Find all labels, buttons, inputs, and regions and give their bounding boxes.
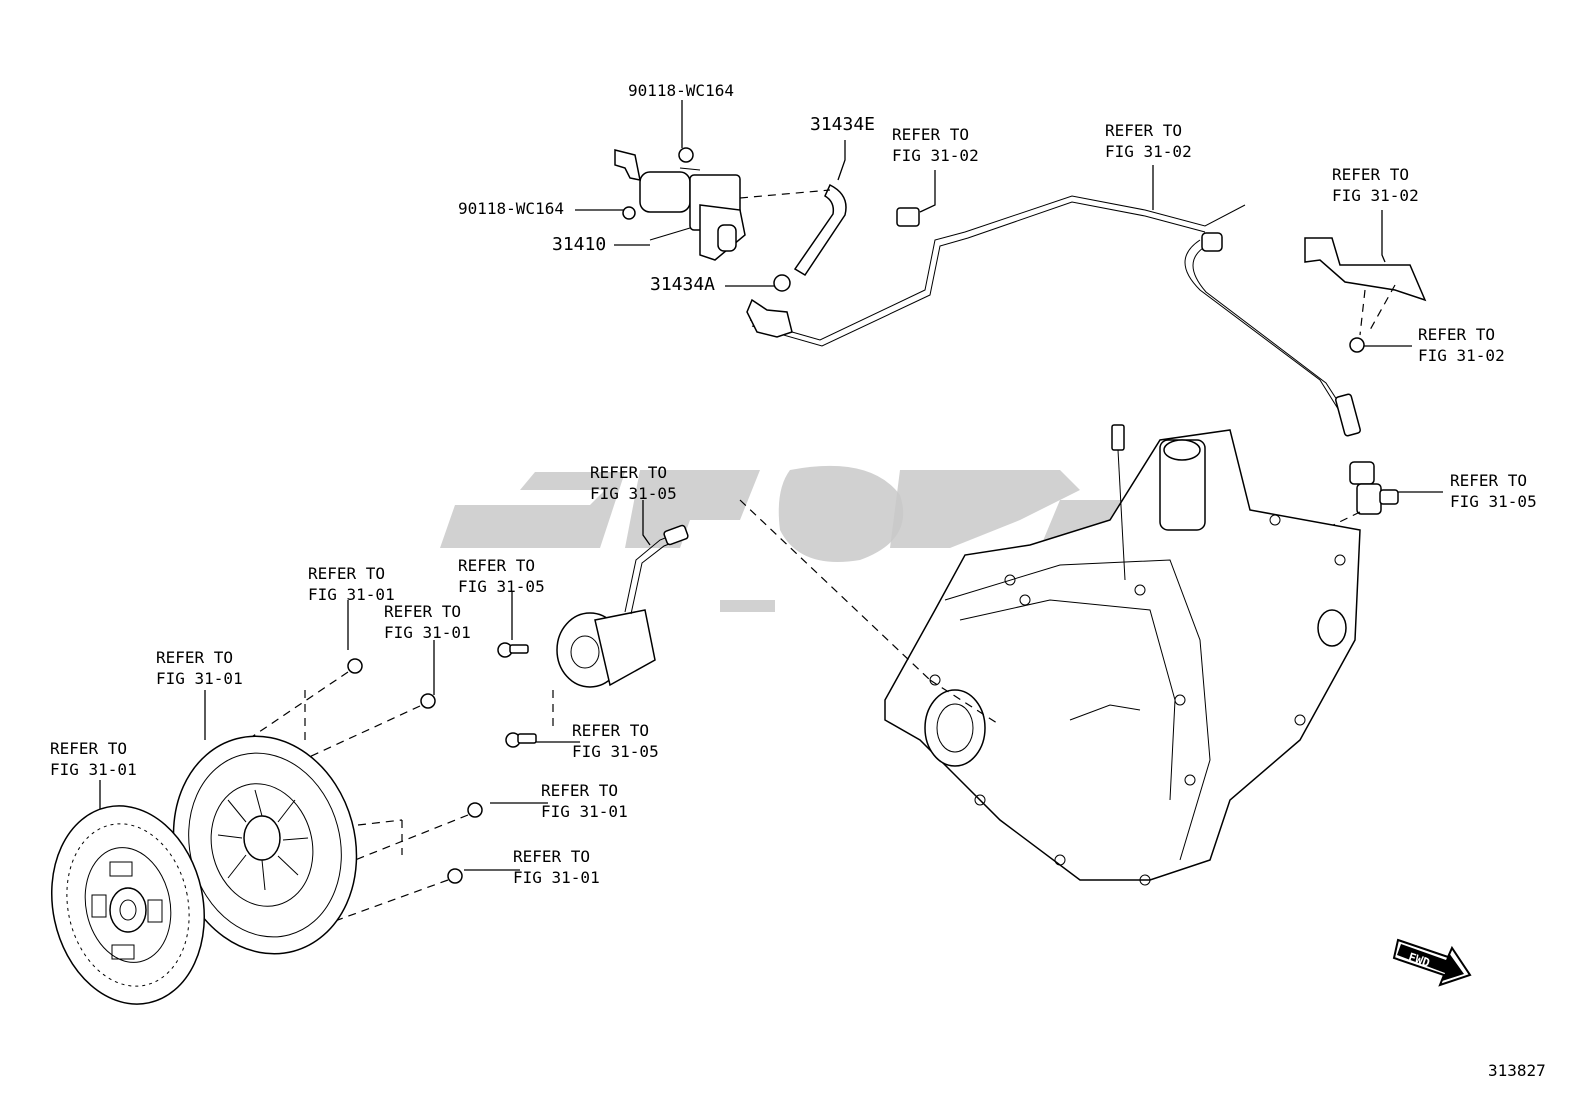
leader-lines bbox=[99, 100, 1443, 871]
reservoir-hose bbox=[739, 183, 847, 292]
clutch-disc bbox=[50, 805, 206, 1005]
label-part-90118-lower: 90118-WC164 bbox=[458, 199, 564, 218]
release-bearing-cylinder bbox=[497, 499, 1001, 748]
transaxle-housing bbox=[884, 424, 1361, 886]
label-part-31434a: 31434A bbox=[650, 274, 716, 295]
fwd-arrow-icon bbox=[1392, 938, 1472, 987]
clutch-line-pipe bbox=[746, 195, 1361, 437]
label-part-90118-upper: 90118-WC164 bbox=[628, 81, 734, 100]
label-part-31434e: 31434E bbox=[810, 114, 876, 135]
pipe-bracket bbox=[1304, 237, 1427, 353]
figure-id: 313827 bbox=[1488, 1061, 1546, 1080]
clutch-master-cylinder bbox=[614, 147, 746, 261]
clutch-pressure-plate bbox=[172, 735, 358, 955]
label-part-31410: 31410 bbox=[552, 234, 607, 255]
watermark-logo bbox=[440, 465, 1130, 612]
mounting-bolts bbox=[224, 658, 483, 931]
